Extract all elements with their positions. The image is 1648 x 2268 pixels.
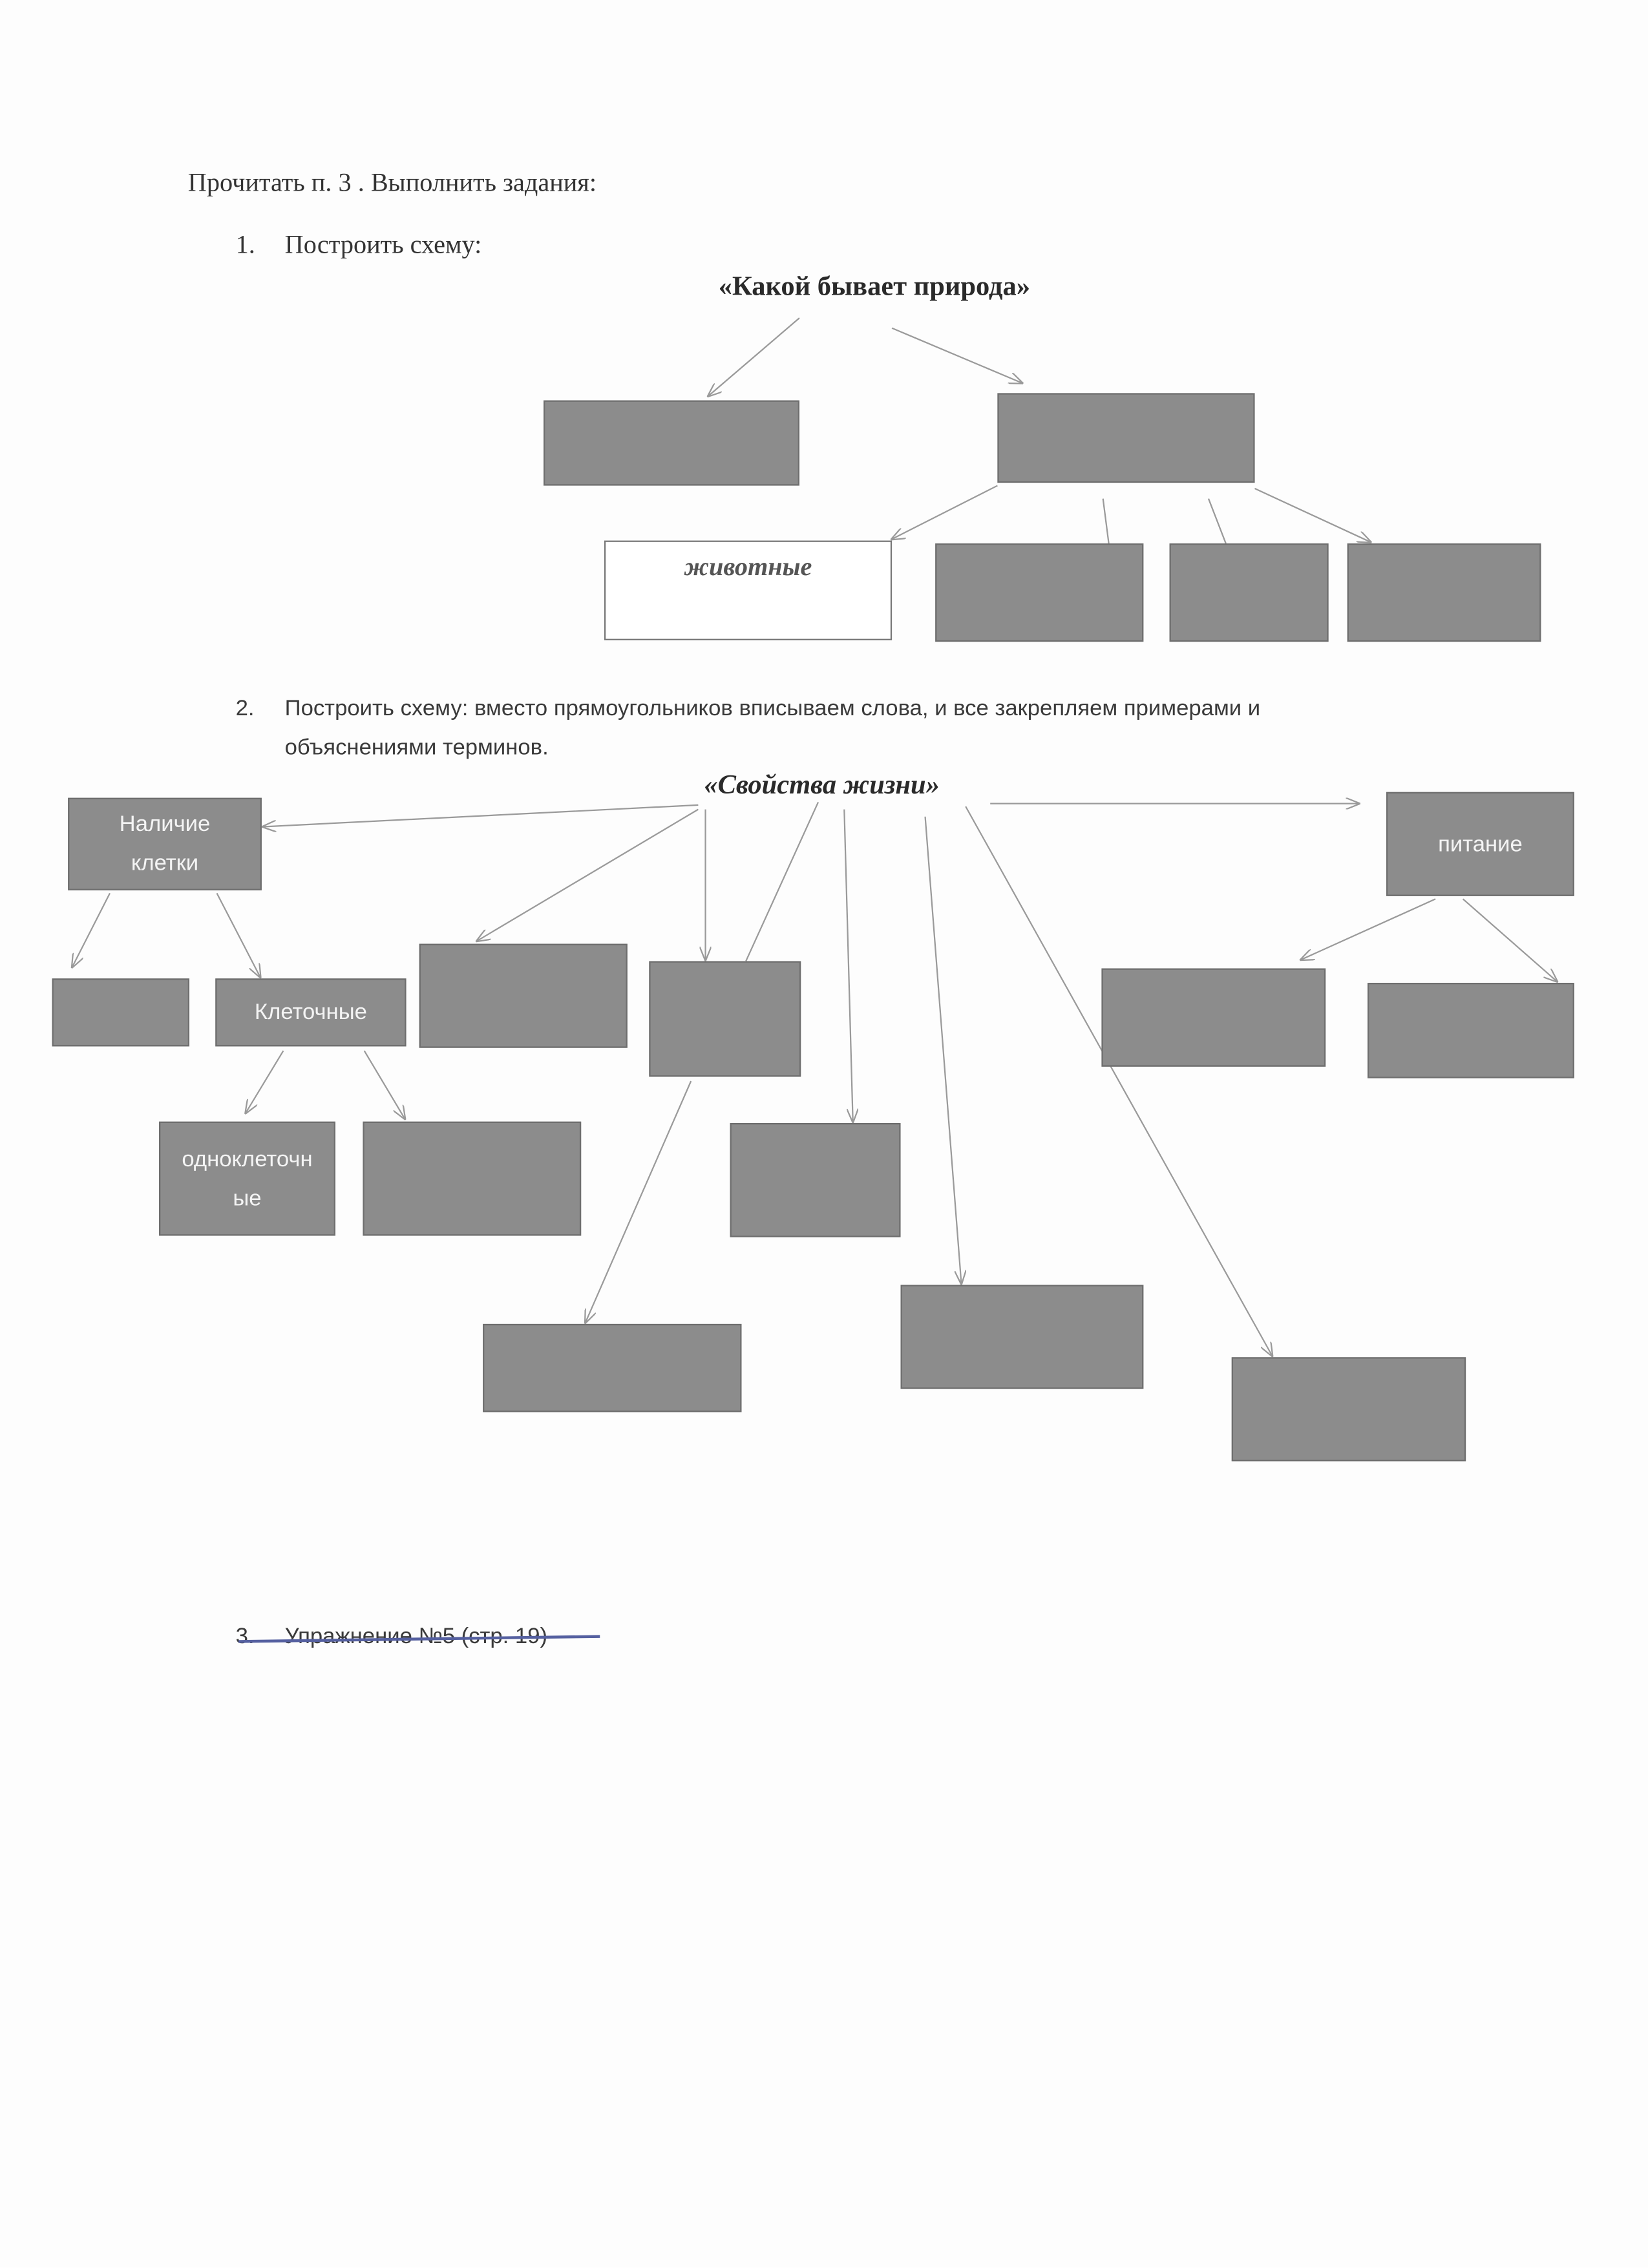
diagram1-title: «Какой бывает природа» (718, 271, 1030, 302)
task2-text-line1: Построить схему: вместо прямоугольников … (284, 697, 1261, 722)
task2-number: 2. (235, 697, 255, 722)
nutrition-sub-box-2 (1368, 983, 1574, 1078)
nature-box-left (544, 400, 799, 486)
task1-text: Построить схему: (284, 229, 482, 259)
multicellular-box (363, 1121, 582, 1236)
noncellular-box (52, 978, 190, 1047)
property-box-1 (419, 943, 628, 1048)
property-box-5 (900, 1285, 1144, 1389)
property-box-6 (1231, 1357, 1466, 1462)
nature-box-right (997, 393, 1255, 483)
cell-presence-box: Наличие клетки (68, 797, 262, 890)
nutrition-sub-box-1 (1101, 968, 1326, 1067)
unicellular-box: одноклеточные (159, 1121, 335, 1236)
property-box-2 (649, 961, 801, 1077)
task3-number: 3. (235, 1624, 255, 1650)
task2-text-line2: объяснениями терминов. (284, 735, 549, 761)
diagram2-title: «Свойства жизни» (704, 770, 940, 801)
cellular-box: Клеточные (215, 978, 407, 1047)
nature-subbox-2 (935, 543, 1144, 642)
nature-subbox-3 (1169, 543, 1329, 642)
nutrition-box: питание (1386, 792, 1574, 896)
property-box-4 (483, 1323, 742, 1412)
property-box-3 (730, 1122, 901, 1237)
nature-subbox-4 (1347, 543, 1541, 642)
intro-text: Прочитать п. 3 . Выполнить задания: (187, 167, 597, 197)
animals-box: животные (604, 540, 893, 640)
task1-number: 1. (235, 229, 255, 259)
